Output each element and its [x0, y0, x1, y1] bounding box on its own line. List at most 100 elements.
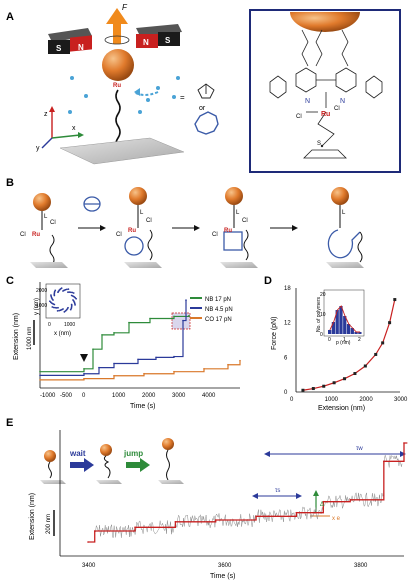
force-label: F [122, 3, 128, 12]
d-inset-xtick: 2 [358, 337, 361, 343]
c-xlabel: Time (s) [130, 403, 155, 410]
c-inset-point [71, 291, 74, 294]
c-series-point [92, 348, 94, 350]
c-inset-point [75, 297, 78, 300]
polymer-tether [115, 89, 121, 149]
d-inset-bar [339, 306, 343, 334]
e-step-point [255, 515, 257, 518]
e-step-point [403, 442, 405, 444]
xe-label: x e [332, 516, 341, 522]
c-series-point [39, 374, 41, 377]
e-step-point [174, 521, 177, 523]
axes-icon [41, 106, 84, 149]
c-series-point [113, 332, 115, 334]
d-inset-bar [328, 330, 332, 334]
d-data-point [301, 388, 305, 392]
d-inset-bar [350, 328, 354, 334]
c-series-point [39, 370, 41, 373]
d-data-point [322, 384, 326, 388]
c-inset-point [55, 306, 58, 309]
b-cl-3: Cl [116, 232, 122, 238]
e-step-point [349, 499, 352, 501]
d-data-point [343, 377, 347, 381]
c-ylabel: Extension (nm) [13, 313, 20, 360]
e-xlabel: Time (s) [210, 573, 235, 580]
b-ru-1: Ru [32, 232, 40, 238]
d-ytick: 12 [284, 321, 291, 327]
c-xtick-m500: -500 [60, 393, 73, 399]
c-inset-ylabel: y (nm) [34, 298, 40, 315]
b-cl-4: Cl [146, 218, 152, 224]
e-step-fit [88, 442, 408, 543]
mechanism-steps [30, 187, 364, 268]
panel-label-b: B [6, 177, 14, 189]
c-inset-point [64, 288, 67, 291]
axis-x-label: x [72, 125, 76, 132]
d-inset-bar [335, 310, 339, 334]
inset-n1: N [305, 98, 310, 105]
c-inset-point [72, 292, 75, 294]
c-inset-point [51, 306, 54, 308]
e-step-point [134, 526, 136, 529]
e-step-point [93, 530, 96, 532]
c-inset-point [59, 309, 62, 312]
c-series-point [182, 319, 184, 322]
d-data-point [353, 372, 357, 376]
c-inset-point [69, 291, 72, 294]
e-step-point [214, 519, 217, 521]
c-legend-1: NB 17 pN [205, 297, 231, 303]
e-scale-bar: 200 nm [46, 514, 52, 534]
c-series-line-2 [40, 360, 241, 381]
c-inset-point [50, 295, 53, 298]
c-series-point [83, 377, 85, 380]
c-series-point [173, 370, 175, 373]
wait-label: wait [69, 449, 86, 458]
d-inset-bar [354, 332, 358, 334]
magnetic-bead [102, 49, 134, 81]
monomer-dots [68, 76, 180, 114]
inset-s: S [317, 141, 321, 147]
wait-jump-cartoon [40, 438, 184, 484]
inset-cl2: Cl [334, 106, 340, 112]
c-series-point [173, 315, 175, 318]
d-inset-fit [329, 305, 361, 333]
c-xtick-0: 0 [82, 393, 86, 399]
inset-molecule [269, 29, 383, 159]
c-series-point [98, 366, 100, 369]
c-inset-point [57, 306, 59, 309]
c-series-point [113, 362, 115, 365]
e-step-point [383, 460, 385, 463]
monomer-arrowhead [134, 88, 140, 96]
c-inset-xtick-1: 1000 [64, 322, 75, 328]
monomer-dot-legend [172, 95, 176, 99]
c-inset-point [50, 294, 52, 297]
panel-label-a: A [6, 11, 14, 23]
c-inset-point [74, 303, 76, 306]
c-xtick-2000: 2000 [142, 393, 156, 399]
d-inset-bar [358, 332, 362, 334]
jump-label: jump [123, 449, 143, 458]
d-inset-ytick: 10 [320, 312, 326, 318]
inset-cl1: Cl [296, 114, 302, 120]
chart-e [53, 430, 408, 557]
d-inset-ytick: 20 [320, 292, 326, 298]
b-l-2: L [140, 210, 144, 216]
inset-atom [320, 144, 324, 148]
c-series-point [39, 379, 41, 381]
panel-label-c: C [6, 275, 14, 287]
d-data-point [381, 341, 385, 345]
axis-z-label: z [44, 111, 48, 118]
c-xtick-m1000: -1000 [40, 393, 56, 399]
c-inset-ytick-1: 1000 [36, 303, 47, 309]
d-xtick: 1000 [325, 397, 339, 403]
force-arrow-icon [104, 8, 130, 45]
d-ytick: 18 [284, 286, 291, 292]
d-ytick: 6 [284, 355, 288, 361]
c-inset-point [69, 308, 72, 311]
c-inset-point [63, 310, 66, 313]
c-inset-point [73, 302, 76, 305]
c-series-point [203, 368, 205, 370]
d-xlabel: Extension (nm) [318, 405, 365, 412]
norbornene-icon [197, 83, 215, 99]
